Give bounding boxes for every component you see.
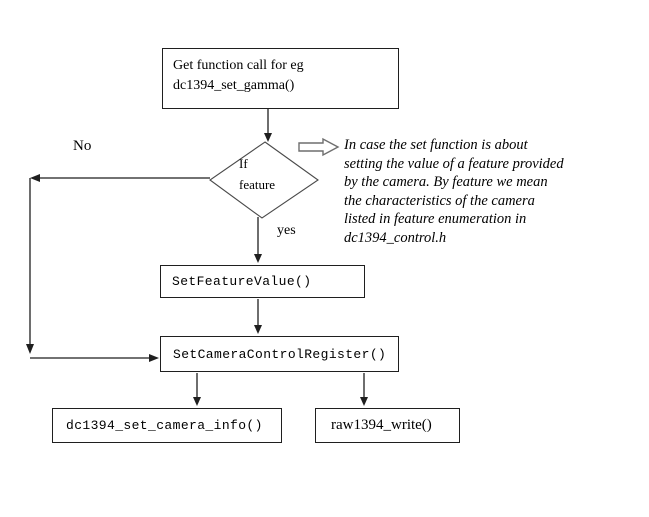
connector-start-to-decision — [264, 109, 272, 142]
decision-label: If feature — [239, 156, 276, 192]
connector-no-branch-vertical — [26, 178, 34, 354]
yes-edge-label: yes — [277, 223, 296, 238]
decision-diamond-shape — [209, 141, 319, 219]
connector-register-to-rawwrite — [360, 373, 368, 406]
connector-register-to-camerainfo — [193, 373, 201, 406]
block-arrow-icon — [298, 137, 340, 157]
dc1394-set-camera-info-box: dc1394_set_camera_info() — [52, 408, 282, 443]
set-camera-control-register-box: SetCameraControlRegister() — [160, 336, 399, 372]
connector-no-branch-into-register — [30, 354, 159, 362]
connector-yes-branch — [254, 217, 262, 263]
connector-no-branch-horizontal — [30, 174, 210, 182]
start-box: Get function call for eg dc1394_set_gamm… — [162, 48, 399, 109]
annotation-text: In case the set function is about settin… — [344, 137, 564, 246]
no-edge-label: No — [73, 138, 92, 154]
set-feature-value-box: SetFeatureValue() — [160, 265, 365, 298]
raw1394-write-box: raw1394_write() — [315, 408, 460, 443]
connector-featurevalue-to-register — [254, 299, 262, 334]
